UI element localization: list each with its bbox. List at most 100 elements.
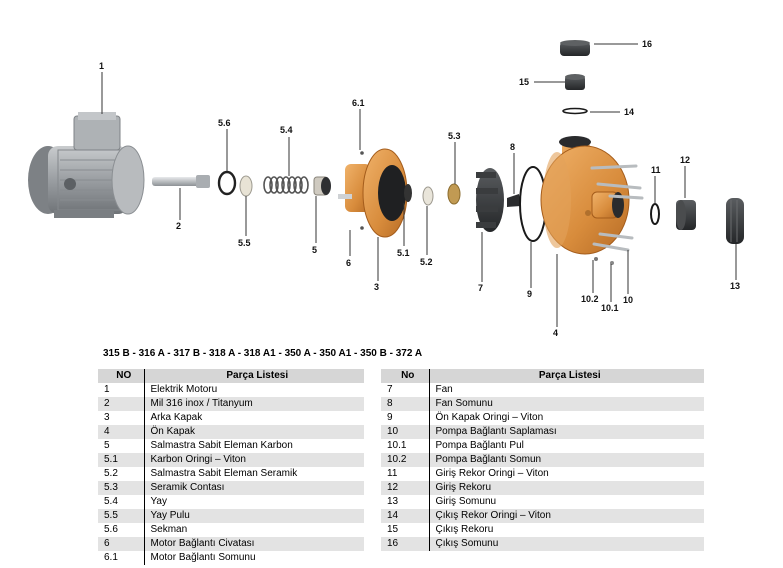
part-name: Giriş Somunu [435,496,497,507]
column-header-parts: Parça Listesi [144,369,364,383]
inlet-fitting [676,200,696,230]
impeller [476,168,504,232]
part-number: 13 [381,495,430,509]
part-number: 5.3 [98,481,145,495]
part-name: Motor Bağlantı Civatası [144,537,364,551]
column-header-no: No [381,369,430,383]
part-number: 2 [98,397,145,411]
callout-10: 10 [623,295,633,305]
ceramic-gasket [447,183,461,205]
table-row: 5.2 Salmastra Sabit Eleman Seramik [98,467,364,481]
callout-5: 5 [312,245,317,255]
ceramic-seat [422,186,434,206]
callout-8: 8 [510,142,515,152]
part-number: 16 [381,537,430,551]
callout-4: 4 [553,328,558,338]
part-name: Yay Pulu [144,509,364,523]
inlet-nut [726,198,744,244]
callout-1: 1 [99,61,104,71]
part-name: Sekman [150,524,188,535]
callout-9: 9 [527,289,532,299]
carbon-seal [313,176,331,196]
part-number: 1 [98,383,145,397]
callout-6: 6 [346,258,351,268]
inlet-oring [650,203,660,225]
part-name: Çıkış Rekoru [435,524,494,535]
column-header-parts: Parça Listesi [429,369,704,383]
callout-10-2: 10.2 [581,294,599,304]
electric-motor [28,112,145,218]
spring [263,176,309,194]
table-header: NO Parça Listesi [98,369,364,383]
part-name: Fan Somunu [429,397,704,411]
part-number: 6 [98,537,145,551]
impeller-nut [507,194,521,207]
callout-5-3: 5.3 [448,131,461,141]
table-row: 15 Çıkış Rekoru [381,523,704,537]
shaft [152,175,210,188]
table-header: No Parça Listesi [381,369,704,383]
part-name: Giriş Rekoru [429,481,704,495]
part-name: Seramik Contası [144,481,364,495]
part-number: 9 [381,411,430,425]
part-number: 15 [381,523,430,537]
callout-2: 2 [176,221,181,231]
part-number: 5.2 [98,467,145,481]
callout-10-1: 10.1 [601,303,619,313]
table-row: 10.1 Pompa Bağlantı Pul [381,439,704,453]
part-name: Salmastra Sabit Eleman Seramik [150,468,298,479]
part-name: Motor Bağlantı Somunu [150,552,256,563]
callout-6-1: 6.1 [352,98,365,108]
outlet-nut [560,40,590,56]
part-number: 10 [381,425,430,439]
part-number: 12 [381,481,430,495]
pump-nut [594,257,598,261]
callout-5-6: 5.6 [218,118,231,128]
circlip [217,170,237,196]
part-name: Elektrik Motoru [150,384,218,395]
pump-studs [590,164,644,252]
callout-12: 12 [680,155,690,165]
table-row: 1 Elektrik Motoru [98,383,364,397]
part-name: Ön Kapak [144,425,364,439]
part-name: Pompa Bağlantı Pul [435,440,524,451]
callout-13: 13 [730,281,740,291]
outlet-oring [562,107,588,115]
spring-washer [239,175,253,197]
part-number: 10.2 [381,453,430,467]
part-name: Giriş Rekor Oringi – Viton [435,468,549,479]
part-name: Çıkış Rekor Oringi – Viton [429,509,704,523]
part-number: 10.1 [381,439,430,453]
part-name: Fan [435,384,453,395]
callout-16: 16 [642,39,652,49]
part-name: Çıkış Somunu [429,537,704,551]
callout-5-4: 5.4 [280,125,293,135]
callout-5-2: 5.2 [420,257,433,267]
model-list: 315 B - 316 A - 317 B - 318 A - 318 A1 -… [103,348,423,359]
part-name: Arka Kapak [150,412,203,423]
part-name: Karbon Oringi – Viton [144,453,364,467]
part-number: 5.6 [98,523,145,537]
front-cover [540,136,630,255]
callout-3: 3 [374,282,379,292]
outlet-fitting [565,74,585,90]
motor-bolt [360,226,364,230]
